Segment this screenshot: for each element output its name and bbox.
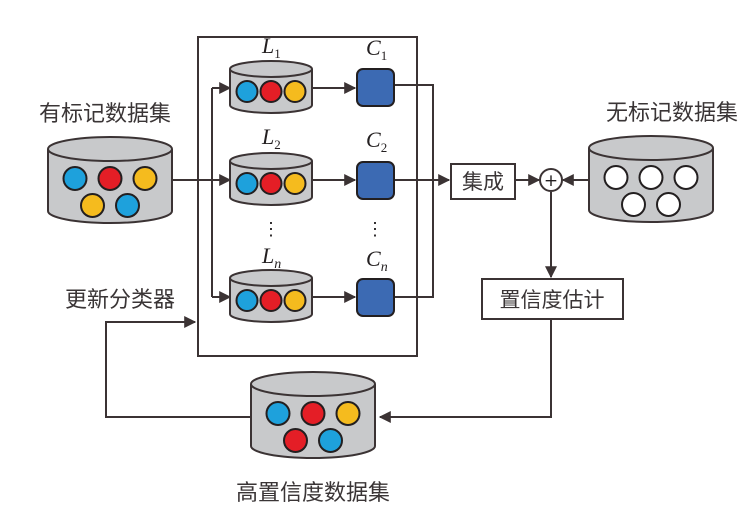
sample-white	[638, 165, 664, 190]
subset-2-top	[229, 152, 313, 170]
subset-3	[229, 269, 313, 323]
sample-yellow	[335, 401, 361, 426]
subset-label-1-main: L	[261, 33, 274, 58]
combine-node	[539, 168, 563, 192]
ensemble-box	[450, 163, 516, 200]
sample-blue	[235, 80, 259, 103]
sample-red	[283, 428, 308, 453]
sample-blue	[235, 172, 259, 195]
sample-yellow	[80, 193, 105, 218]
classifier-2-box	[356, 161, 395, 200]
subset-label-2-main: L	[261, 124, 274, 149]
high-confidence-dataset	[250, 371, 376, 459]
high-confidence-dataset-label: 高置信度数据集	[236, 481, 390, 506]
classifier-label-1-subscript: 1	[381, 48, 388, 63]
sample-white	[603, 165, 629, 190]
sample-red	[259, 172, 283, 195]
subset-3-top	[229, 269, 313, 287]
sample-blue	[318, 428, 343, 453]
classifier-label-1-main: C	[366, 35, 381, 60]
sample-blue	[265, 401, 291, 426]
sample-red	[97, 166, 123, 191]
subset-2	[229, 152, 313, 206]
classifier-3-box	[356, 278, 395, 317]
confidence-to-highconf-arrow	[378, 318, 552, 423]
classifier-label-2: C2	[366, 127, 387, 155]
classifier-ellipsis: ⋮	[366, 219, 384, 239]
subset-label-3-subscript: n	[274, 257, 281, 272]
ensemble-frame	[197, 36, 418, 357]
labeled-dataset-top	[47, 136, 173, 162]
wires	[105, 82, 589, 423]
subset-1-top	[229, 60, 313, 78]
merge-bus	[394, 84, 434, 298]
sample-yellow	[132, 166, 158, 191]
classifier-label-3-subscript: n	[381, 260, 388, 275]
classifier-1-box	[356, 68, 395, 107]
subset-label-3-main: L	[261, 243, 274, 268]
sample-red	[259, 80, 283, 103]
classifier-label-1: C1	[366, 35, 387, 63]
sample-blue	[115, 193, 140, 218]
classifier-label-3-main: C	[366, 246, 381, 271]
sample-red	[259, 289, 283, 312]
subset-label-2-subscript: 2	[274, 137, 281, 152]
sample-yellow	[283, 80, 307, 103]
subset-ellipsis: ⋮	[262, 219, 280, 239]
update-classifier-label: 更新分类器	[65, 288, 175, 313]
sample-yellow	[283, 172, 307, 195]
labeled-dataset	[47, 136, 173, 224]
sample-white	[621, 192, 646, 217]
unlabeled-dataset-label: 无标记数据集	[606, 101, 738, 126]
sample-yellow	[283, 289, 307, 312]
subset-label-1-subscript: 1	[274, 46, 281, 61]
unlabeled-dataset-top	[588, 135, 714, 161]
classifier-label-2-subscript: 2	[381, 140, 388, 155]
labeled-dataset-label: 有标记数据集	[39, 102, 171, 127]
subset-label-2: L2	[261, 124, 281, 152]
high-confidence-dataset-top	[250, 371, 376, 397]
cylinders	[47, 60, 714, 459]
sample-white	[656, 192, 681, 217]
subset-label-3: Ln	[261, 243, 281, 272]
sample-red	[300, 401, 326, 426]
plus-icon: +	[544, 171, 558, 191]
confidence-estimation-label: 置信度估计	[500, 288, 605, 312]
classifier-label-2-main: C	[366, 127, 381, 152]
subset-1	[229, 60, 313, 114]
sample-blue	[62, 166, 88, 191]
feedback-update-arrow	[105, 316, 250, 418]
sample-blue	[235, 289, 259, 312]
sample-white	[673, 165, 699, 190]
subset-label-1: L1	[261, 33, 281, 61]
classifier-label-3: Cn	[366, 246, 388, 275]
ensemble-label: 集成	[462, 170, 504, 194]
unlabeled-dataset	[588, 135, 714, 223]
confidence-estimation-box	[481, 278, 624, 320]
